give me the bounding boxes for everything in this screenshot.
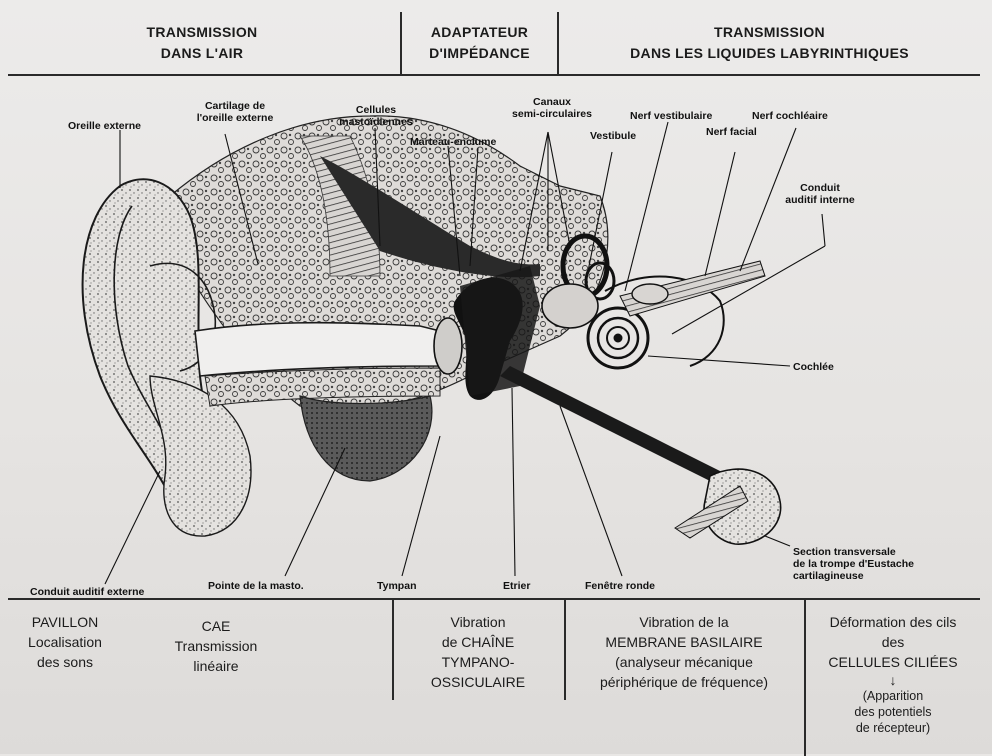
footer-apparition-line3: de récepteur) (856, 720, 930, 736)
label-nerf-facial: Nerf facial (706, 126, 757, 138)
footer-cae-line2: Transmission (175, 636, 258, 656)
header-imp-line1: ADAPTATEUR (431, 22, 528, 43)
footer-chaine-line4: OSSICULAIRE (431, 672, 525, 692)
cochlea (588, 308, 648, 368)
label-cartilage-line2: l'oreille externe (180, 112, 290, 124)
label-fenetre-ronde: Fenêtre ronde (585, 580, 655, 592)
label-section-line1: Section transversale (793, 546, 914, 558)
footer-cae-line1: CAE (202, 616, 231, 636)
label-cochlee: Cochlée (793, 361, 834, 373)
label-canaux-semi-circulaires: Canaux semi-circulaires (510, 96, 594, 120)
footer-cae: CAE Transmission linéaire (124, 600, 308, 756)
label-tympan: Tympan (377, 580, 416, 592)
footer-deformation-line1: Déformation des cils (830, 612, 957, 632)
label-cellules-mastoidiennes: Cellules mastoïdiennes (336, 104, 416, 128)
footer-apparition-line1: (Apparition (863, 688, 923, 704)
label-conduit-auditif-interne: Conduit auditif interne (775, 182, 865, 206)
footer-membrane-line4: périphérique de fréquence) (600, 672, 768, 692)
label-section-line3: cartilagineuse (793, 570, 914, 582)
label-cellules-line2: mastoïdiennes (336, 116, 416, 128)
footer-chaine-line1: Vibration (450, 612, 505, 632)
label-section-trompe: Section transversale de la trompe d'Eust… (793, 546, 914, 582)
label-vestibule: Vestibule (590, 130, 636, 142)
footer-pavillon: PAVILLON Localisation des sons (8, 600, 122, 756)
footer-vibration-membrane: Vibration de la MEMBRANE BASILAIRE (anal… (564, 600, 802, 700)
label-canaux-line1: Canaux (510, 96, 594, 108)
vestibule-body (542, 284, 598, 328)
label-marteau-enclume: Marteau-enclume (410, 136, 496, 148)
header-air-transmission: TRANSMISSION DANS L'AIR (8, 12, 396, 74)
footer-row: PAVILLON Localisation des sons CAE Trans… (8, 598, 980, 756)
footer-membrane-line1: Vibration de la (639, 612, 728, 632)
header-air-line1: TRANSMISSION (147, 22, 258, 43)
label-conduit-interne-line2: auditif interne (775, 194, 865, 206)
ear-illustration (0, 76, 992, 596)
footer-chaine-line3: TYMPANO- (442, 652, 515, 672)
header-liq-line1: TRANSMISSION (714, 22, 825, 43)
label-cartilage: Cartilage de l'oreille externe (180, 100, 290, 124)
footer-cae-line3: linéaire (193, 656, 238, 676)
label-nerf-cochleaire: Nerf cochléaire (752, 110, 828, 122)
label-cartilage-line1: Cartilage de (180, 100, 290, 112)
footer-membrane-line3: (analyseur mécanique (615, 652, 753, 672)
mastoid-tip (300, 396, 432, 481)
footer-apparition-line2: des potentiels (854, 704, 931, 720)
footer-deformation-line3: CELLULES CILIÉES (828, 652, 957, 672)
footer-deformation-line2: des (882, 632, 905, 652)
footer-pavillon-line1: PAVILLON (32, 612, 98, 632)
label-section-line2: de la trompe d'Eustache (793, 558, 914, 570)
footer-membrane-line2: MEMBRANE BASILAIRE (605, 632, 762, 652)
footer-pavillon-line2: Localisation (28, 632, 102, 652)
label-conduit-auditif-externe: Conduit auditif externe (30, 586, 144, 598)
footer-deformation-cils: Déformation des cils des CELLULES CILIÉE… (804, 600, 980, 756)
header-impedance-adapter: ADAPTATEUR D'IMPÉDANCE (400, 12, 559, 74)
footer-vibration-chaine: Vibration de CHAÎNE TYMPANO- OSSICULAIRE (392, 600, 562, 700)
label-cellules-line1: Cellules (336, 104, 416, 116)
tympanic-membrane (434, 318, 462, 374)
eustachian-tube (500, 366, 730, 486)
down-arrow-icon: ↓ (890, 672, 897, 688)
header-row: TRANSMISSION DANS L'AIR ADAPTATEUR D'IMP… (8, 12, 980, 76)
footer-chaine-line2: de CHAÎNE (442, 632, 514, 652)
label-pointe-masto: Pointe de la masto. (208, 580, 304, 592)
label-conduit-interne-line1: Conduit (775, 182, 865, 194)
ear-anatomy-diagram: Oreille externe Cartilage de l'oreille e… (0, 76, 992, 596)
label-nerf-vestibulaire: Nerf vestibulaire (630, 110, 712, 122)
label-canaux-line2: semi-circulaires (510, 108, 594, 120)
header-imp-line2: D'IMPÉDANCE (429, 43, 530, 64)
header-liq-line2: DANS LES LIQUIDES LABYRINTHIQUES (630, 43, 909, 64)
footer-pavillon-line3: des sons (37, 652, 93, 672)
nerve-cross-section (632, 284, 668, 304)
label-etrier: Etrier (503, 580, 530, 592)
label-oreille-externe: Oreille externe (68, 120, 141, 132)
header-liquid-transmission: TRANSMISSION DANS LES LIQUIDES LABYRINTH… (559, 12, 980, 74)
header-air-line2: DANS L'AIR (161, 43, 244, 64)
